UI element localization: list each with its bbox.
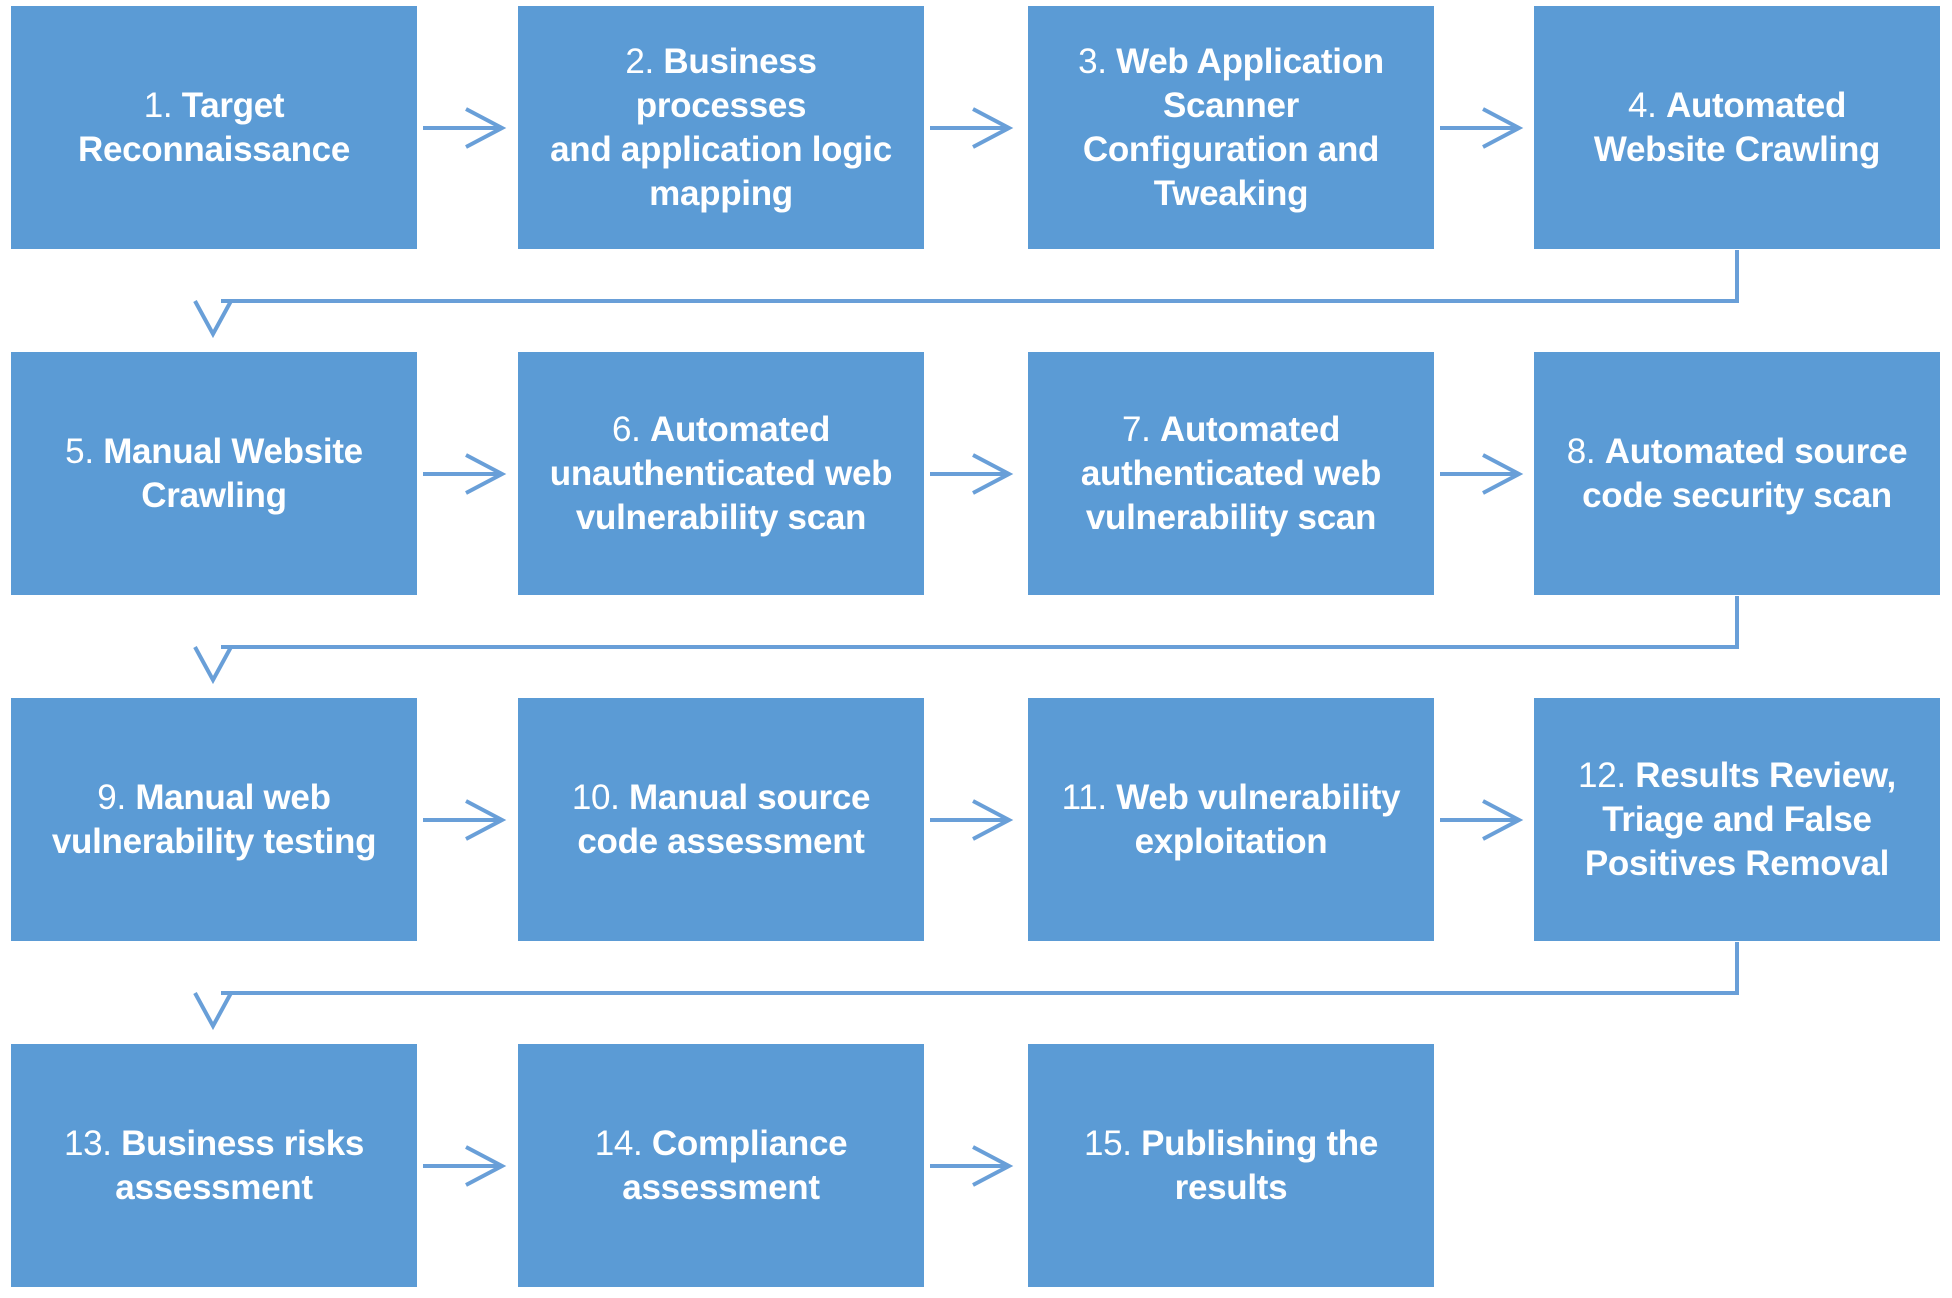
step-number: 13. bbox=[63, 1123, 112, 1163]
flow-step-6: 6. Automated unauthenticated web vulnera… bbox=[518, 352, 924, 595]
flow-step-1: 1. Target Reconnaissance bbox=[11, 6, 417, 249]
arrow-step5-step6 bbox=[423, 453, 507, 495]
arrow-step13-step14 bbox=[423, 1145, 507, 1187]
step-label: Automated Website Crawling bbox=[1593, 85, 1881, 169]
arrow-step10-step11 bbox=[930, 799, 1014, 841]
step-number: 4. bbox=[1627, 85, 1657, 125]
step-number: 14. bbox=[594, 1123, 643, 1163]
step-label: Manual Website Crawling bbox=[103, 431, 363, 515]
flow-step-11: 11. Web vulnerability exploitation bbox=[1028, 698, 1434, 941]
arrow-step6-step7 bbox=[930, 453, 1014, 495]
step-label: Manual web vulnerability testing bbox=[51, 777, 377, 861]
step-number: 9. bbox=[97, 777, 126, 817]
flow-step-9: 9. Manual web vulnerability testing bbox=[11, 698, 417, 941]
step-label: Results Review, Triage and False Positiv… bbox=[1584, 755, 1896, 883]
flow-step-4: 4. Automated Website Crawling bbox=[1534, 6, 1940, 249]
connector-step12-step13 bbox=[193, 942, 1739, 1031]
step-number: 12. bbox=[1578, 755, 1626, 795]
arrow-step2-step3 bbox=[930, 107, 1014, 149]
step-label: Business risks assessment bbox=[115, 1123, 365, 1207]
step-label: Web Application Scanner Configuration an… bbox=[1082, 41, 1384, 213]
step-number: 2. bbox=[625, 41, 654, 81]
step-number: 8. bbox=[1566, 431, 1596, 471]
step-label: Web vulnerability exploitation bbox=[1116, 777, 1401, 861]
flow-step-7: 7. Automated authenticated web vulnerabi… bbox=[1028, 352, 1434, 595]
step-label: Target Reconnaissance bbox=[77, 85, 351, 169]
step-label: Compliance assessment bbox=[622, 1123, 848, 1207]
arrow-step9-step10 bbox=[423, 799, 507, 841]
arrow-step14-step15 bbox=[930, 1145, 1014, 1187]
flow-step-12: 12. Results Review, Triage and False Pos… bbox=[1534, 698, 1940, 941]
step-number: 10. bbox=[571, 777, 620, 817]
step-number: 1. bbox=[143, 85, 173, 125]
step-number: 3. bbox=[1078, 41, 1107, 81]
connector-step4-step5 bbox=[193, 250, 1739, 339]
step-number: 6. bbox=[611, 409, 641, 449]
flow-step-2: 2. Business processes and application lo… bbox=[518, 6, 924, 249]
step-label: Automated unauthenticated web vulnerabil… bbox=[549, 409, 893, 537]
step-label: Automated source code security scan bbox=[1582, 431, 1908, 515]
arrow-step11-step12 bbox=[1440, 799, 1524, 841]
flow-step-10: 10. Manual source code assessment bbox=[518, 698, 924, 941]
step-label: Manual source code assessment bbox=[577, 777, 871, 861]
flow-step-13: 13. Business risks assessment bbox=[11, 1044, 417, 1287]
flow-step-15: 15. Publishing the results bbox=[1028, 1044, 1434, 1287]
arrow-step3-step4 bbox=[1440, 107, 1524, 149]
step-number: 15. bbox=[1083, 1123, 1132, 1163]
step-number: 11. bbox=[1061, 777, 1107, 817]
flow-step-5: 5. Manual Website Crawling bbox=[11, 352, 417, 595]
step-label: Automated authenticated web vulnerabilit… bbox=[1080, 409, 1382, 537]
arrow-step1-step2 bbox=[423, 107, 507, 149]
step-number: 5. bbox=[65, 431, 94, 471]
flow-step-8: 8. Automated source code security scan bbox=[1534, 352, 1940, 595]
arrow-step7-step8 bbox=[1440, 453, 1524, 495]
step-label: Business processes and application logic… bbox=[550, 41, 892, 213]
connector-step8-step9 bbox=[193, 596, 1739, 685]
flow-step-14: 14. Compliance assessment bbox=[518, 1044, 924, 1287]
step-label: Publishing the results bbox=[1141, 1123, 1379, 1207]
step-number: 7. bbox=[1121, 409, 1151, 449]
flow-step-3: 3. Web Application Scanner Configuration… bbox=[1028, 6, 1434, 249]
